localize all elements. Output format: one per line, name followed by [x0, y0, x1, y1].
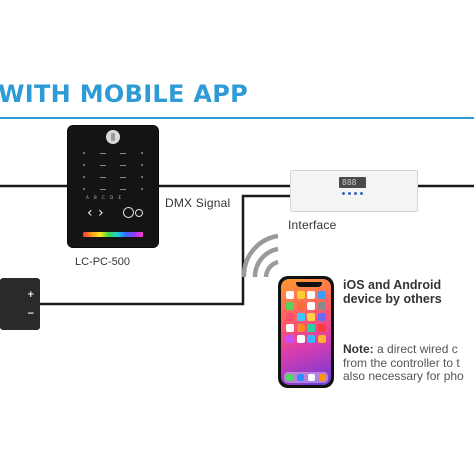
note-line1-text: a direct wired c — [373, 342, 458, 356]
controller-scene-letters: A B C D E — [86, 195, 123, 200]
app-icon — [296, 335, 305, 343]
minus-sign: − — [27, 309, 35, 319]
controller-button-row — [83, 162, 143, 168]
wifi-arc-outer — [241, 233, 279, 278]
app-icon — [317, 302, 326, 310]
interface-button — [348, 192, 351, 195]
controller-dial-small-icon — [135, 209, 143, 217]
phone-notch — [296, 282, 322, 287]
note-text: Note: a direct wired c from the controll… — [343, 342, 464, 384]
phone-app-grid — [286, 291, 326, 343]
app-icon — [307, 335, 316, 343]
app-icon — [286, 335, 294, 343]
app-icon — [307, 324, 316, 332]
interface-display: 888 — [339, 177, 366, 188]
app-icon — [286, 313, 294, 321]
dock-app-icon — [319, 374, 326, 381]
wifi-arc-inner — [263, 259, 279, 278]
phone-screen — [281, 279, 331, 385]
heading-underline — [0, 117, 474, 119]
interface-button — [342, 192, 345, 195]
interface-button — [360, 192, 363, 195]
interface-display-digits: 888 — [342, 178, 357, 187]
wire-interface-to-power — [40, 194, 290, 306]
phone-dock — [284, 372, 328, 383]
app-icon — [307, 291, 316, 299]
note-bold: Note: — [343, 342, 374, 356]
app-icon — [296, 324, 305, 332]
app-icon — [296, 313, 305, 321]
app-icon — [317, 335, 326, 343]
device-description-line1: iOS and Android — [343, 278, 442, 292]
controller-button-row — [83, 150, 143, 156]
chevron-right-icon: › — [98, 205, 104, 221]
app-icon — [317, 313, 326, 321]
app-icon — [286, 302, 294, 310]
interface-label: Interface — [288, 218, 337, 232]
plus-sign: + — [27, 290, 35, 300]
page-heading: WITH MOBILE APP — [0, 80, 249, 108]
chevron-left-icon: ‹ — [87, 205, 93, 221]
device-description-line2: device by others — [343, 292, 442, 306]
dock-app-icon — [297, 374, 304, 381]
controller-button-row — [83, 186, 143, 192]
device-description: iOS and Android device by others — [343, 278, 442, 306]
controller-device: A B C D E ‹ › — [68, 126, 158, 247]
note-line1: Note: a direct wired c — [343, 342, 464, 357]
controller-label: LC-PC-500 — [75, 256, 131, 268]
controller-knob — [106, 130, 120, 144]
app-icon — [296, 302, 305, 310]
controller-dial-icon — [123, 207, 134, 218]
app-icon — [307, 302, 316, 310]
app-icon — [307, 313, 316, 321]
wifi-icon — [241, 233, 279, 278]
interface-button — [354, 192, 357, 195]
app-icon — [317, 291, 326, 299]
phone-icon — [278, 276, 334, 388]
dock-app-icon — [286, 374, 293, 381]
controller-color-strip — [83, 232, 143, 237]
app-icon — [296, 291, 305, 299]
dock-app-icon — [308, 374, 315, 381]
controller-button-row — [83, 174, 143, 180]
note-line3: also necessary for pho — [343, 369, 464, 383]
app-icon — [286, 291, 294, 299]
wifi-arc-middle — [252, 246, 279, 278]
power-supply-box: + − — [0, 278, 40, 330]
app-icon — [286, 324, 294, 332]
interface-device: 888 — [290, 170, 418, 212]
dmx-signal-label: DMX Signal — [165, 196, 231, 210]
app-icon — [317, 324, 326, 332]
note-line2: from the controller to t — [343, 355, 460, 370]
